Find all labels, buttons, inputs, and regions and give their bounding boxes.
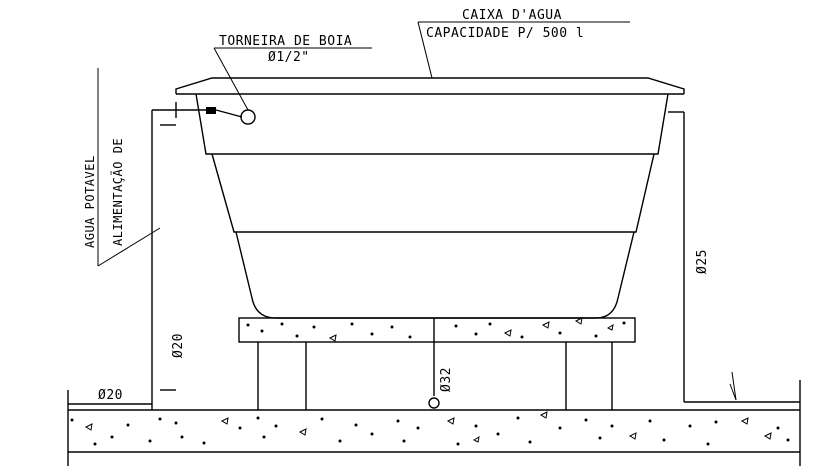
drain-pipe bbox=[428, 318, 440, 409]
support-pillars bbox=[257, 342, 613, 410]
overflow-size: Ø25 bbox=[695, 249, 710, 274]
valve-label: TORNEIRA DE BOIA bbox=[219, 34, 352, 49]
tank-callout bbox=[417, 21, 630, 79]
overflow-pipe bbox=[668, 111, 800, 403]
supply-vertical-size: Ø20 bbox=[171, 333, 186, 358]
tank-label: CAIXA D'AGUA bbox=[462, 8, 562, 23]
supply-label-line2: ALIMENTAÇÃO DE bbox=[110, 138, 125, 246]
supply-label-line1: AGUA POTAVEL bbox=[83, 155, 97, 248]
platform-hatch bbox=[246, 317, 626, 342]
ground-hatch bbox=[70, 411, 790, 446]
ground-slab bbox=[67, 380, 801, 466]
supply-pipe bbox=[68, 102, 206, 410]
supply-horizontal-size: Ø20 bbox=[98, 388, 123, 403]
tank-capacity-label: CAPACIDADE P/ 500 l bbox=[426, 26, 584, 41]
supply-callout bbox=[97, 68, 161, 267]
valve-callout bbox=[213, 47, 372, 111]
valve-size-label: Ø1/2" bbox=[268, 50, 310, 65]
support-platform bbox=[238, 317, 636, 343]
water-tank bbox=[175, 77, 685, 319]
drain-size: Ø32 bbox=[439, 367, 454, 392]
flow-arrow-icon bbox=[729, 371, 737, 401]
